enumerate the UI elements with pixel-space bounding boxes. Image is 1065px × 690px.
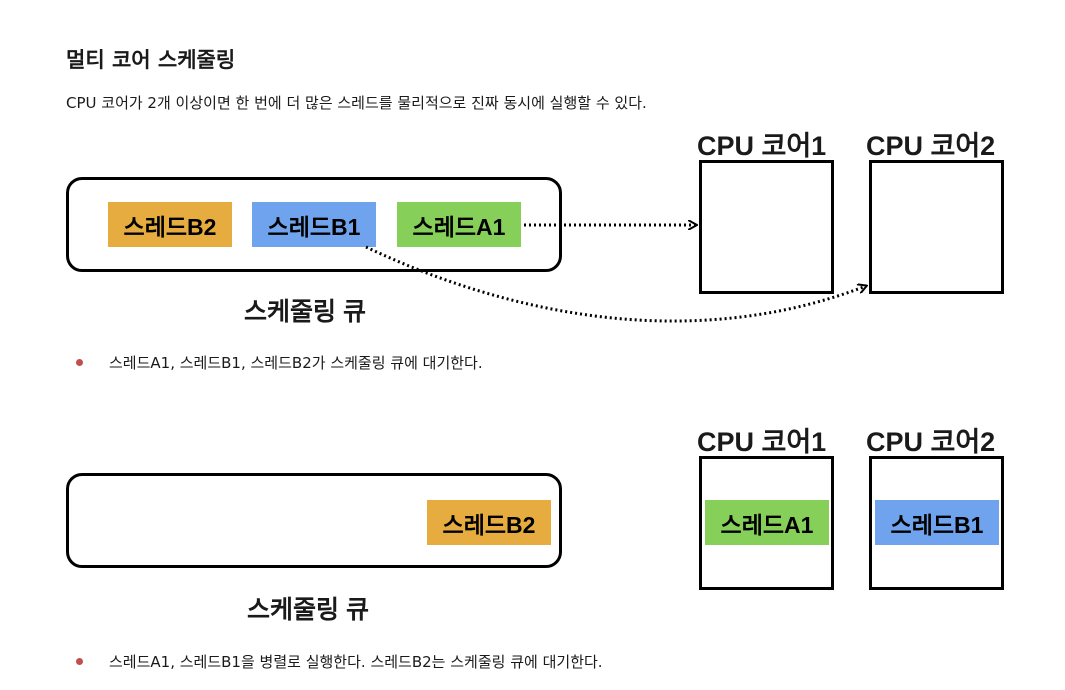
scheduling-queue-label: 스케줄링 큐	[244, 298, 366, 326]
core1-thread-a1: 스레드A1	[705, 500, 829, 545]
cpu-core1-box	[699, 160, 834, 294]
thread-b2: 스레드B2	[108, 202, 232, 247]
core2-thread-b1: 스레드B1	[875, 500, 999, 545]
bullet-item-1: 스레드A1, 스레드B1, 스레드B2가 스케줄링 큐에 대기한다.	[76, 352, 483, 373]
bullet-text-2: 스레드A1, 스레드B1을 병렬로 실행한다. 스레드B2는 스케줄링 큐에 대…	[109, 653, 603, 671]
bullet-dot	[76, 359, 83, 366]
cpu-core2-label-2: CPU 코어2	[866, 427, 996, 457]
thread-b1: 스레드B1	[252, 202, 376, 247]
queue-thread-b2: 스레드B2	[427, 500, 551, 545]
cpu-core1-label: CPU 코어1	[697, 131, 827, 161]
cpu-core2-box-2	[869, 456, 1004, 590]
cpu-core1-box-2	[699, 456, 834, 590]
page-title: 멀티 코어 스케줄링	[66, 48, 236, 72]
cpu-core1-label-2: CPU 코어1	[697, 427, 827, 457]
arrow-b1-to-core2	[365, 245, 866, 323]
thread-a1: 스레드A1	[397, 202, 521, 247]
scheduling-queue-box-2	[66, 473, 562, 568]
bullet-dot	[76, 658, 83, 665]
intro-text: CPU 코어가 2개 이상이면 한 번에 더 많은 스레드를 물리적으로 진짜 …	[66, 94, 647, 112]
cpu-core2-label: CPU 코어2	[866, 131, 996, 161]
scheduling-queue-label-2: 스케줄링 큐	[247, 596, 369, 624]
bullet-text-1: 스레드A1, 스레드B1, 스레드B2가 스케줄링 큐에 대기한다.	[109, 354, 483, 372]
cpu-core2-box	[869, 160, 1004, 294]
bullet-item-2: 스레드A1, 스레드B1을 병렬로 실행한다. 스레드B2는 스케줄링 큐에 대…	[76, 651, 603, 672]
